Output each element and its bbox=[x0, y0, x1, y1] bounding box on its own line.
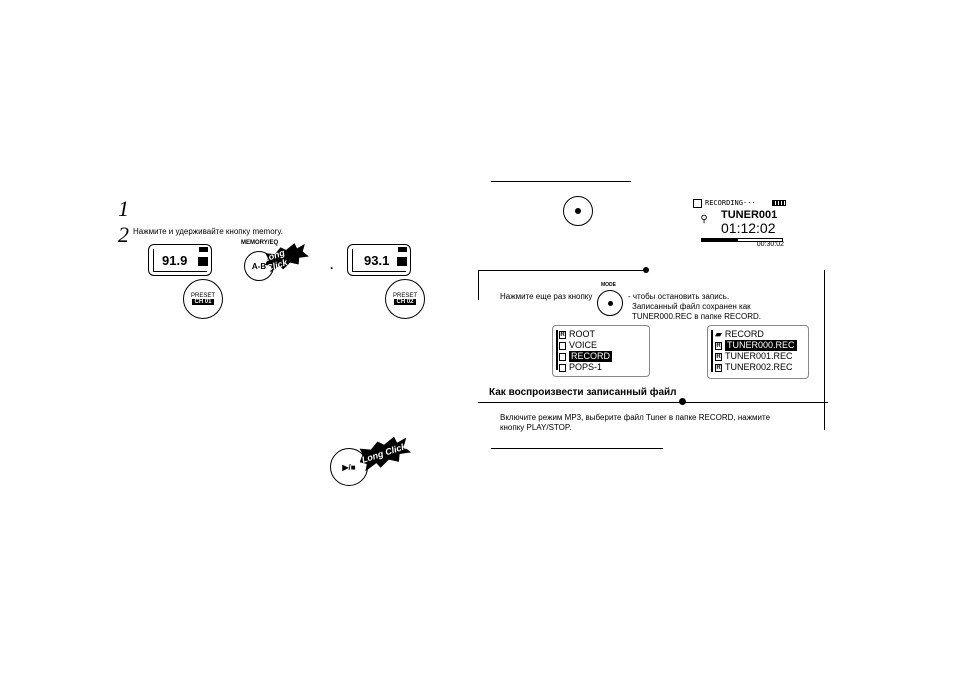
lcd-display-preset-1: 91.9 bbox=[148, 244, 212, 276]
folder-item-record[interactable]: RECORD bbox=[559, 351, 613, 362]
rec-file-icon: R bbox=[715, 341, 722, 350]
rec-file-icon: R bbox=[715, 363, 722, 372]
section-bullet-1 bbox=[643, 267, 649, 273]
lcd2-frequency: 93.1 bbox=[364, 253, 390, 268]
rec-file-icon: R bbox=[715, 352, 722, 361]
footer-rule bbox=[491, 448, 663, 449]
lcd-display-preset-2: 93.1 bbox=[347, 244, 411, 276]
preset-label-2: PRESET bbox=[392, 293, 417, 299]
remaining-time: 00:30:02 bbox=[756, 241, 784, 248]
preset-badge-icon bbox=[198, 257, 208, 266]
radio-tower-icon: ⚲ bbox=[700, 214, 708, 225]
record-folder-header: ▰RECORD bbox=[715, 329, 764, 339]
step2-text: Нажмите и удерживайте кнопку memory. bbox=[133, 227, 283, 236]
tuner-file-title: TUNER001 bbox=[721, 209, 778, 221]
preset-callout-2: PRESET CH 02 bbox=[385, 279, 425, 319]
section-right-edge bbox=[824, 270, 825, 430]
memory-eq-label: MEMORY/EQ bbox=[241, 240, 279, 246]
section-rule-top bbox=[478, 270, 646, 271]
mode-dot-icon bbox=[607, 300, 613, 306]
instruction-line-1: - чтобы остановить запись. bbox=[628, 292, 730, 301]
record-button[interactable] bbox=[563, 196, 593, 226]
recording-screen: RECORDING··· ⚲ TUNER001 01:12:02 00:30:0… bbox=[693, 199, 788, 251]
folder-item-voice[interactable]: VOICE bbox=[559, 340, 612, 351]
section-left-edge bbox=[478, 270, 479, 300]
instruction-line-3: TUNER000.REC в папке RECORD. bbox=[632, 312, 761, 321]
header-rule-top bbox=[491, 181, 631, 182]
section-bullet-2 bbox=[679, 398, 686, 405]
tuning-scale bbox=[352, 271, 406, 272]
instruction-line-2: Записанный файл сохранен как bbox=[632, 302, 751, 311]
progress-fill bbox=[702, 239, 738, 241]
channel-label-1: CH 01 bbox=[192, 299, 214, 305]
record-dot-icon bbox=[575, 208, 581, 214]
lcd1-frequency: 91.9 bbox=[162, 253, 188, 268]
root-icon: R bbox=[559, 330, 566, 339]
mode-button[interactable] bbox=[597, 290, 623, 316]
open-folder-icon: ▰ bbox=[715, 329, 722, 339]
elapsed-time: 01:12:02 bbox=[721, 220, 776, 236]
instruction-prefix: Нажмите еще раз кнопку bbox=[500, 292, 593, 301]
mode-label: MODE bbox=[601, 282, 616, 288]
play-stop-button[interactable]: ▶/■ bbox=[330, 448, 368, 486]
battery-icon bbox=[772, 200, 786, 206]
recording-label: RECORDING··· bbox=[705, 199, 756, 207]
recording-progress-bar bbox=[701, 238, 783, 242]
folder-icon bbox=[559, 363, 566, 372]
folder-icon bbox=[559, 352, 566, 361]
screen-edge bbox=[711, 330, 713, 372]
screen-edge bbox=[556, 330, 558, 370]
preset-badge-icon bbox=[397, 257, 407, 266]
ab-label: A-B bbox=[251, 261, 267, 271]
lcd-edge bbox=[153, 249, 154, 271]
play-instruction-line-1: Включите режим MP3, выберите файл Tuner … bbox=[500, 413, 771, 422]
preset-callout-1: PRESET CH 01 bbox=[183, 279, 223, 319]
tuning-scale bbox=[153, 271, 207, 272]
play-stop-icon: ▶/■ bbox=[342, 462, 356, 472]
battery-icon bbox=[199, 247, 208, 252]
preset-label-1: PRESET bbox=[190, 293, 215, 299]
folder-icon bbox=[559, 341, 566, 350]
heading-rule bbox=[478, 402, 828, 403]
step-number-2: 2 bbox=[118, 222, 129, 247]
record-mode-icon bbox=[693, 199, 702, 208]
section-heading: Как воспроизвести записанный файл bbox=[489, 387, 677, 398]
channel-label-2: CH 02 bbox=[394, 299, 416, 305]
separator-dot: . bbox=[330, 258, 334, 272]
battery-icon bbox=[398, 247, 407, 252]
play-instruction-line-2: кнопку PLAY/STOP. bbox=[500, 423, 572, 432]
step-number-1: 1 bbox=[118, 196, 129, 221]
folder-item-pops[interactable]: POPS-1 bbox=[559, 362, 612, 373]
lcd-edge bbox=[352, 249, 353, 271]
